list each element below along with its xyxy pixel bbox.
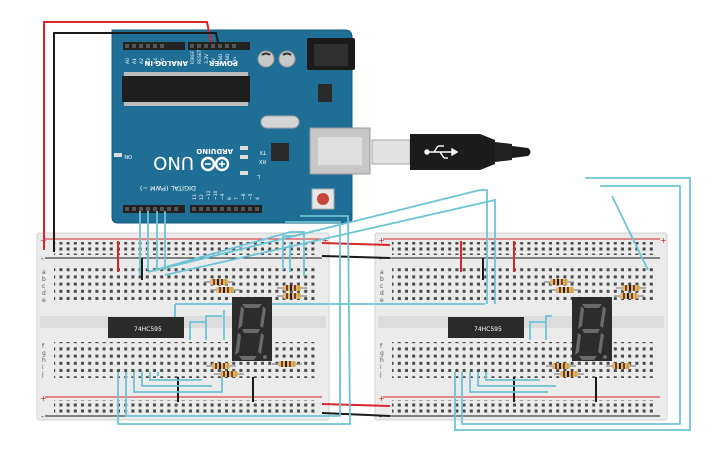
pin-label: A1: [132, 58, 138, 64]
pin-label: ~11: [206, 190, 212, 200]
pin-label: 12: [199, 194, 205, 200]
pin-label: A0: [125, 58, 131, 64]
svg-text:a: a: [380, 269, 384, 276]
rail-plus-label-3: +: [40, 394, 47, 403]
shift-register-left: 74HC595: [108, 317, 184, 338]
pin-label: RESET: [197, 49, 203, 64]
pin-label: 5V: [211, 57, 217, 64]
svg-text:h: h: [380, 357, 384, 364]
shift-register-right: 74HC595: [448, 317, 524, 338]
usb-icon: [424, 145, 459, 159]
pin-label: 4: [255, 197, 261, 200]
tx-label: TX: [259, 149, 267, 155]
svg-text:i: i: [42, 364, 44, 371]
pin-label: GND: [225, 53, 231, 64]
rx-label: RX: [259, 158, 266, 164]
svg-text:j: j: [379, 371, 382, 378]
svg-text:c: c: [42, 283, 45, 290]
analog-in-label: ANALOG IN: [144, 59, 188, 67]
chip-label-right: 74HC595: [474, 326, 502, 333]
svg-text:f: f: [380, 343, 383, 350]
row-letters-right: a b c d e f g h i j: [379, 269, 384, 378]
seven-segment-display-right: [572, 297, 612, 361]
pin-label: 13: [192, 194, 198, 200]
on-label: ON: [124, 153, 132, 159]
arduino-logo: [200, 156, 230, 172]
resistor: [206, 363, 236, 369]
svg-text:a: a: [42, 269, 46, 276]
pin-label: A3: [146, 58, 152, 64]
power-wires: [43, 21, 597, 417]
pin-label: 3.3V: [204, 53, 210, 64]
rail-plus-label-2: +: [322, 236, 329, 245]
pin-label: 8: [227, 197, 233, 200]
power-label: POWER: [208, 59, 238, 67]
pin-label: A2: [139, 58, 145, 64]
usb-cable: [371, 134, 531, 170]
svg-text:h: h: [42, 357, 46, 364]
resistor: [550, 287, 580, 293]
usb-chip: [271, 143, 289, 161]
pin-label: ~5: [248, 193, 254, 200]
svg-text:j: j: [41, 371, 44, 378]
l-label: L: [257, 173, 260, 179]
digital-header-high: [190, 205, 262, 213]
row-letters-left: a b c d e f g h i j: [41, 269, 46, 378]
svg-text:e: e: [42, 297, 46, 304]
seven-segment-display-left: [232, 297, 272, 361]
svg-text:b: b: [380, 276, 384, 283]
signal-wires: [117, 177, 691, 431]
crystal: [260, 115, 300, 129]
resistor: [614, 293, 644, 299]
resistor: [277, 285, 307, 291]
arduino-uno-board: ANALOG IN POWER UNO ARDUINO DIGITAL (PWM…: [111, 29, 371, 224]
resistor: [204, 279, 234, 285]
svg-text:d: d: [42, 290, 46, 297]
resistor: [544, 279, 574, 285]
pin-label: Vin: [232, 57, 238, 64]
voltage-regulator: [318, 84, 332, 102]
pin-label: IOREF: [190, 50, 196, 64]
uno-label: UNO: [153, 152, 194, 173]
svg-text:g: g: [42, 350, 46, 357]
resistor: [546, 363, 576, 369]
pin-label: ~9: [220, 193, 226, 200]
pin-label: GND: [218, 53, 224, 64]
resistors: [204, 279, 646, 377]
svg-text:f: f: [42, 343, 45, 350]
rail-plus-label-4: +: [378, 236, 385, 245]
svg-text:b: b: [42, 276, 46, 283]
svg-text:c: c: [380, 283, 383, 290]
rail-minus-label-1: -: [41, 254, 44, 263]
pin-label: ~6: [241, 193, 247, 200]
atmega-chip: [122, 76, 250, 102]
svg-text:i: i: [380, 364, 382, 371]
pin-label: ~10: [213, 190, 219, 200]
resistor: [277, 293, 307, 299]
resistor: [210, 287, 240, 293]
pin-label: A4: [153, 58, 159, 64]
resistor: [272, 361, 302, 367]
resistor: [554, 371, 584, 377]
svg-text:d: d: [380, 290, 384, 297]
resistor: [606, 363, 636, 369]
pin-label: 7: [234, 197, 240, 200]
rail-plus-label-5: +: [660, 236, 667, 245]
pin-label: A5: [160, 58, 166, 64]
arduino-brand-label: ARDUINO: [196, 147, 233, 155]
svg-text:e: e: [380, 297, 384, 304]
rail-minus-label-2: -: [41, 412, 44, 421]
chip-label-left: 74HC595: [134, 326, 162, 333]
rail-plus-label-6: +: [378, 394, 385, 403]
resistor: [616, 285, 646, 291]
svg-text:g: g: [380, 350, 384, 357]
resistor: [214, 371, 244, 377]
digital-label: DIGITAL (PWM ~): [140, 184, 196, 192]
